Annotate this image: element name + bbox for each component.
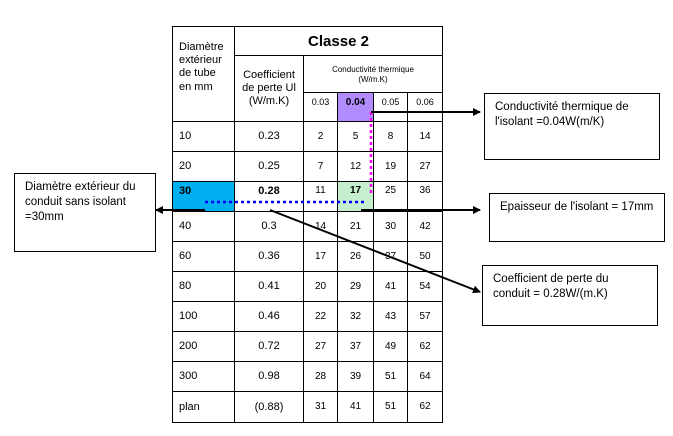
arrow-coefficient <box>269 209 481 294</box>
callout-conductivity: Conductivité thermique de l'isolant =0.0… <box>484 93 660 160</box>
thickness-cell: 62 <box>407 391 443 423</box>
header-conductivity: Conductivité thermique (W/m.K) <box>303 55 443 93</box>
callout-coefficient: Coefficient de perte du conduit = 0.28W/… <box>482 265 658 326</box>
callout-thickness: Epaisseur de l'isolant = 17mm <box>489 193 665 242</box>
callout-diameter: Diamètre extérieur du conduit sans isola… <box>14 173 156 252</box>
